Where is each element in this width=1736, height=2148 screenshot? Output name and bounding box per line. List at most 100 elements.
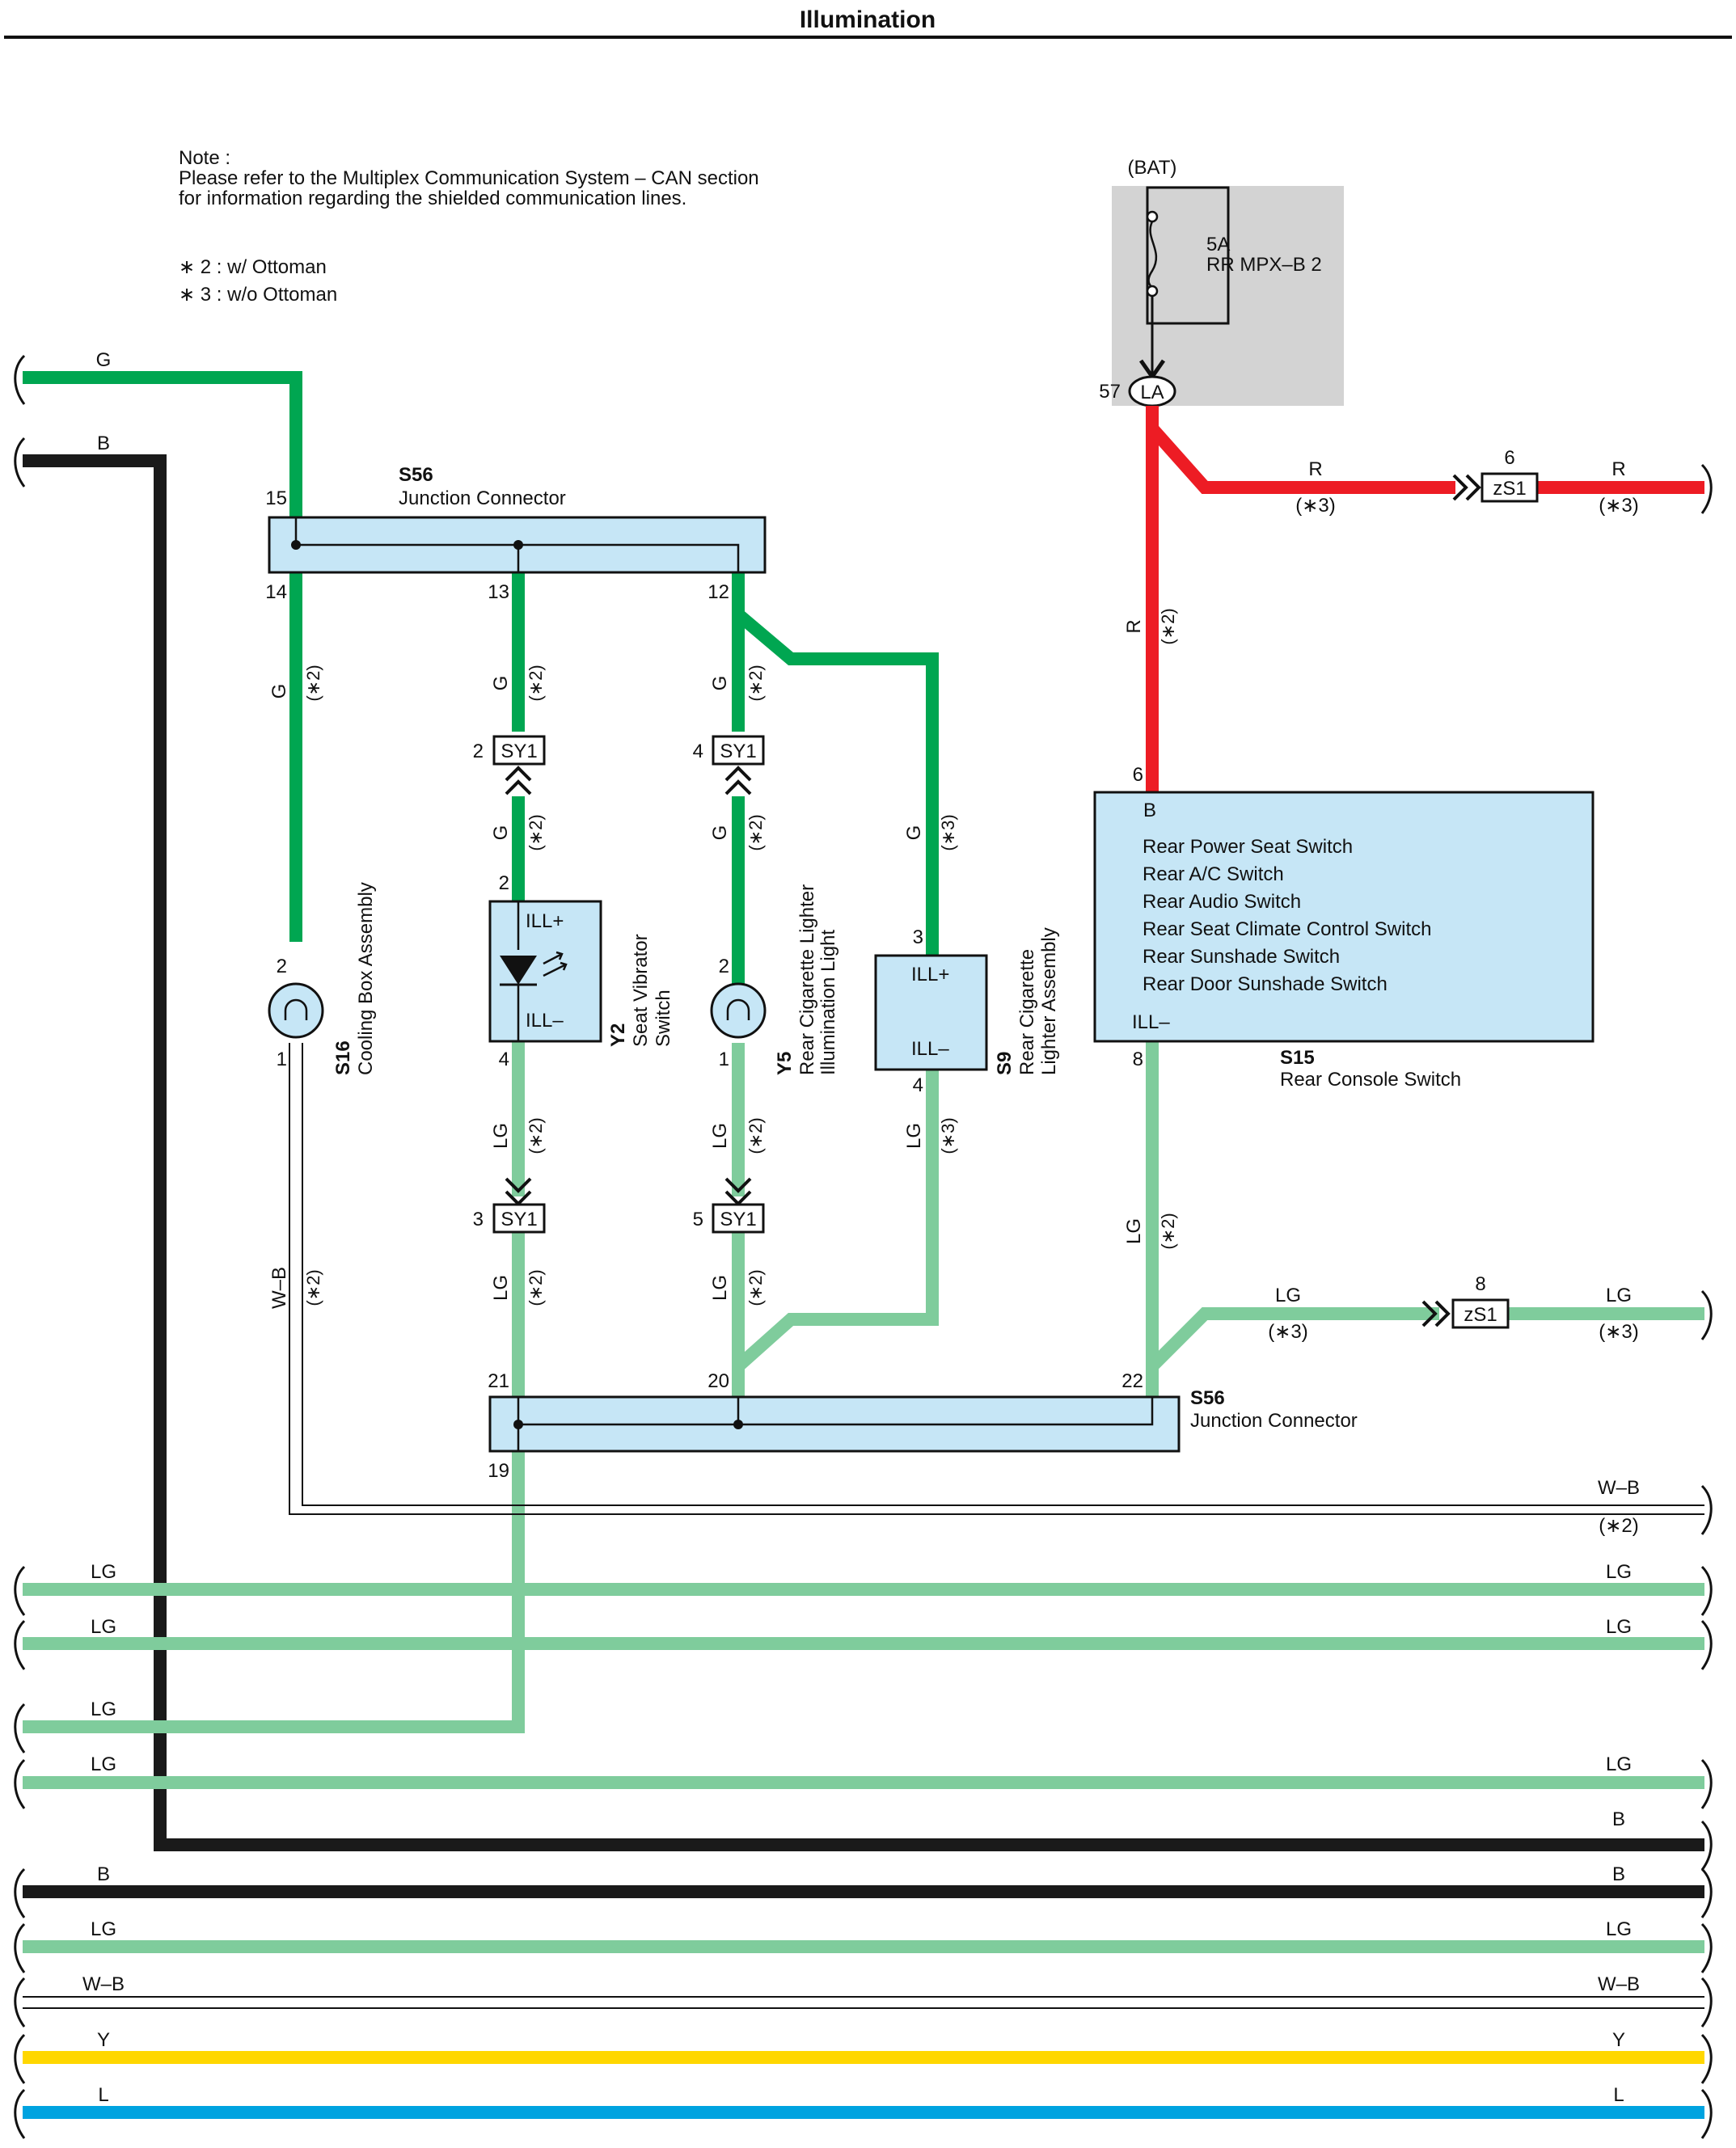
s15-function: Rear Power Seat Switch: [1143, 836, 1353, 858]
component-y5: 2 1 Y5 Rear Cigarette Lighter Illuminati…: [710, 884, 839, 1075]
zs1-label: zS1: [1493, 478, 1526, 500]
wire-label-option: (∗2): [526, 814, 546, 850]
break-mark-icon: [14, 437, 26, 487]
wire-label: W–B: [268, 1267, 290, 1309]
s9-name-1: Rear Cigarette: [1016, 949, 1038, 1075]
s15-term-bottom: ILL–: [1132, 1011, 1170, 1033]
wire-label: B: [1612, 1808, 1625, 1830]
break-mark-icon: [14, 1619, 26, 1670]
s16-name: Cooling Box Assembly: [355, 882, 377, 1075]
sy1-label: SY1: [720, 741, 756, 762]
s15-function: Rear A/C Switch: [1143, 863, 1284, 885]
wire-label: LG: [490, 1275, 512, 1301]
wire-label-option: (∗2): [746, 1117, 766, 1154]
s9-pin-top: 3: [913, 926, 923, 948]
wire-label: W–B: [82, 1973, 125, 1995]
break-mark-icon: [14, 2088, 26, 2139]
sy1-pin: 3: [473, 1209, 484, 1230]
wire-label-option: (∗2): [303, 1269, 323, 1306]
la-connector-label: LA: [1140, 382, 1164, 403]
junction-node: [513, 540, 523, 550]
y2-term-bottom: ILL–: [526, 1010, 564, 1032]
s16-pin-bottom: 1: [277, 1049, 287, 1070]
wire-label: LG: [1606, 1285, 1632, 1306]
note-line-1: Please refer to the Multiplex Communicat…: [179, 167, 759, 189]
wire-wb-outer: [289, 1043, 1704, 1515]
fuse-outline: [1146, 186, 1230, 325]
wire-label-option: (∗2): [526, 1269, 546, 1306]
wire-label-option: (∗2): [1599, 1515, 1638, 1537]
s9-pin-bottom: 4: [913, 1074, 923, 1096]
footnote-2: ∗ 2 : w/ Ottoman: [179, 256, 327, 278]
break-mark-icon: [14, 1758, 26, 1809]
wire-label: LG: [490, 1123, 512, 1149]
y2-pin-top: 2: [499, 872, 509, 894]
wire-label: Y: [97, 2029, 110, 2051]
fuse-pin: 57: [1099, 381, 1121, 403]
wire-label-option: (∗2): [746, 1269, 766, 1306]
wire-label: LG: [709, 1275, 731, 1301]
junction-bottom-pin-20: 20: [707, 1370, 729, 1392]
footnote-3: ∗ 3 : w/o Ottoman: [179, 284, 337, 306]
component-s9: ILL+ ILL– 3 4 S9 Rear Cigarette Lighter …: [874, 926, 1060, 1096]
fuse-rating: 5A: [1206, 234, 1230, 255]
wire-label-option: (∗2): [746, 665, 766, 701]
junction-connector-top: S56 Junction Connector 15 14 13 12: [265, 464, 767, 603]
s16-pin-top: 2: [277, 956, 287, 977]
junction-node: [291, 540, 301, 550]
wire-label: B: [97, 433, 110, 454]
s9-code: S9: [994, 1052, 1016, 1075]
sy1-box: [712, 1203, 765, 1234]
y2-name-2: Switch: [653, 990, 674, 1047]
junction-connector-bottom: S56 Junction Connector 21 20 22 19: [488, 1370, 1358, 1482]
lamp-filament-icon: [726, 998, 750, 1020]
s15-body: [1093, 791, 1595, 1043]
wire-wb-inner: [302, 1043, 1704, 1506]
wire-label: R: [1308, 458, 1322, 480]
sy1-label: SY1: [501, 741, 537, 762]
sy1-box: [492, 1203, 546, 1234]
s9-term-top: ILL+: [911, 964, 949, 985]
y5-code: Y5: [774, 1052, 796, 1075]
break-marks: [14, 354, 1713, 2139]
led-light-icon: [543, 951, 568, 977]
break-mark-icon: [1700, 1619, 1713, 1670]
y2-name-1: Seat Vibrator: [630, 934, 652, 1047]
wire-label: LG: [91, 1699, 116, 1720]
lamp-filament-icon: [284, 998, 308, 1020]
junction-top-pin-14: 14: [265, 581, 287, 603]
y5-pin-bottom: 1: [719, 1049, 729, 1070]
junction-bottom-pin-22: 22: [1121, 1370, 1143, 1392]
wire-label: LG: [709, 1123, 731, 1149]
wire-label: LG: [903, 1123, 925, 1149]
connector-zs1-pin8: zS1 8: [1421, 1273, 1510, 1329]
page-title: Illumination: [800, 6, 936, 33]
break-mark-icon: [1700, 1289, 1713, 1340]
break-mark-icon: [1700, 463, 1713, 514]
note-heading: Note :: [179, 147, 230, 169]
wire-label: G: [490, 676, 512, 691]
break-mark-icon: [14, 1565, 26, 1616]
s15-pin-top: 6: [1133, 764, 1143, 786]
y2-code: Y2: [607, 1023, 629, 1047]
junction-bottom-code: S56: [1190, 1387, 1225, 1409]
s9-body: [874, 954, 988, 1071]
junction-bottom-name: Junction Connector: [1190, 1410, 1358, 1432]
sy1-label: SY1: [720, 1209, 756, 1230]
wire-lg-junction-out: [23, 1451, 525, 1733]
break-mark-icon: [1700, 1922, 1713, 1973]
y2-term-top: ILL+: [526, 910, 564, 932]
break-mark-icon: [14, 1922, 26, 1973]
wire-label: W–B: [1598, 1973, 1640, 1995]
wire-label: LG: [1123, 1218, 1145, 1244]
s15-function: Rear Door Sunshade Switch: [1143, 973, 1388, 995]
s9-name-2: Lighter Assembly: [1038, 927, 1060, 1075]
break-mark-icon: [1700, 1977, 1713, 2028]
note-line-2: for information regarding the shielded c…: [179, 188, 686, 209]
wire-label: R: [1611, 458, 1625, 480]
wire-labels-left: G B LG LG LG LG B LG W–B Y L: [82, 349, 125, 2106]
connector-zs1-pin6: zS1 6: [1452, 447, 1539, 503]
wire-label-option: (∗3): [938, 814, 958, 850]
led-icon: [500, 956, 537, 985]
wire-label: G: [709, 676, 731, 691]
